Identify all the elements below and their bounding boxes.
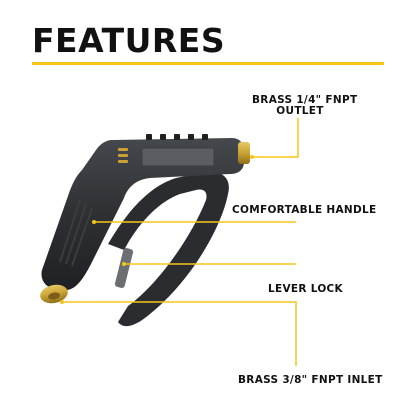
gun-body [41, 138, 245, 290]
callout-outlet-line2: OUTLET [276, 105, 324, 118]
top-ridges [146, 134, 208, 140]
callout-lines [60, 118, 299, 366]
callout-outlet-line1: BRASS 1/4" FNPT [252, 94, 358, 106]
label-plate [141, 147, 215, 167]
callout-lever-lock: LEVER LOCK [268, 283, 343, 295]
callout-handle: COMFORTABLE HANDLE [232, 204, 377, 216]
brass-inlet-bore [48, 292, 60, 300]
trigger-lever [108, 171, 229, 327]
callout-outlet: BRASS 1/4" FNPT OUTLET [252, 94, 357, 118]
grip-texture [59, 199, 93, 267]
page-title: FEATURES [32, 21, 226, 60]
title-underline [32, 62, 384, 65]
brass-outlet [238, 142, 250, 164]
callout-inlet: BRASS 3/8" FNPT INLET [238, 374, 383, 386]
brass-vents [118, 148, 128, 163]
lever-lock-tab [114, 248, 134, 288]
